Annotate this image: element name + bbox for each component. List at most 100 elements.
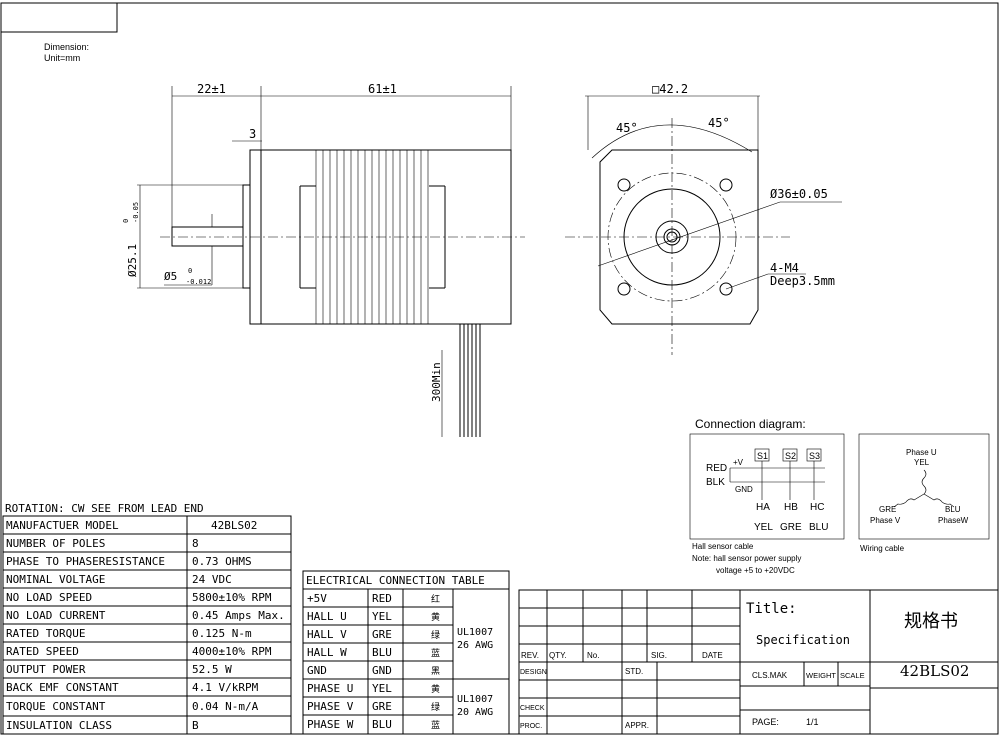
- electrical-title: ELECTRICAL CONNECTION TABLE: [306, 574, 485, 587]
- spec-row-value: 0.45 Amps Max.: [192, 609, 285, 622]
- tb-scale: SCALE: [840, 671, 865, 680]
- elec-row-color-cn: 黄: [431, 611, 440, 623]
- elec-row-color: YEL: [372, 610, 392, 623]
- spec-table: ROTATION: CW SEE FROM LEAD END MANUFACTU…: [2, 502, 292, 735]
- elec-row-color: BLU: [372, 718, 392, 731]
- tb-no: No.: [587, 651, 599, 660]
- sensor-s3: S3: [809, 451, 820, 461]
- wiring-box: [858, 433, 990, 540]
- spec-row-value: 4.1 V/kRPM: [192, 681, 259, 694]
- spec-row-label: PHASE TO PHASERESISTANCE: [6, 555, 165, 568]
- spec-row-label: TORQUE CONSTANT: [6, 700, 106, 713]
- spec-row-label: NO LOAD CURRENT: [6, 609, 106, 622]
- winding-symbol: [893, 469, 955, 508]
- elec-row-name: GND: [307, 664, 327, 677]
- spec-row-label: NOMINAL VOLTAGE: [6, 573, 105, 586]
- dim-shaft-tol-lower: -0.012: [186, 278, 211, 286]
- tb-page-label: PAGE:: [752, 717, 779, 727]
- motor-fins: [315, 150, 429, 324]
- phase-u-label: Phase U: [906, 448, 937, 457]
- dimension-label: Dimension:: [44, 42, 89, 52]
- tb-page-value: 1/1: [806, 717, 819, 727]
- spec-row-value: B: [192, 719, 199, 732]
- lead-wires: [459, 324, 481, 437]
- hall-label-ha: HA: [756, 502, 770, 513]
- elec-row-name: +5V: [307, 592, 327, 605]
- motor-boss: [242, 184, 251, 289]
- elec-row-color: GND: [372, 664, 392, 677]
- red-label: RED: [706, 463, 727, 474]
- phase-v-color: GRE: [879, 505, 896, 514]
- spec-row-label: BACK EMF CONSTANT: [6, 681, 119, 694]
- tb-title-label: Title:: [746, 601, 797, 617]
- spec-row-value: 0.73 OHMS: [192, 555, 252, 568]
- tb-cn-title: 规格书: [904, 611, 958, 632]
- connection-title: Connection diagram:: [695, 417, 806, 431]
- elec-row-color: RED: [372, 592, 392, 605]
- elec-row-color-cn: 蓝: [431, 719, 440, 731]
- connection-diagram: Connection diagram: +V RED BLK GND S1 S2…: [689, 417, 990, 575]
- flange-outline: [599, 149, 759, 325]
- elec-row-name: PHASE U: [307, 682, 353, 695]
- spec-row-value: 5800±10% RPM: [192, 591, 272, 604]
- phase-w-color: BLU: [945, 505, 961, 514]
- note-line-2: voltage +5 to +20VDC: [716, 566, 795, 575]
- hall-color-blu: BLU: [809, 522, 828, 533]
- elec-row-name: HALL U: [307, 610, 347, 623]
- unit-label: Unit=mm: [44, 53, 80, 63]
- note-line-1: Note: hall sensor power supply: [692, 554, 801, 563]
- elec-row-color: GRE: [372, 628, 392, 641]
- side-view: 22±1 61±1 3 Ø25.1 0 -0.05 Ø5 0 -0.012 30…: [122, 82, 525, 437]
- elec-row-name: PHASE W: [307, 718, 354, 731]
- spec-row-label: RATED TORQUE: [6, 627, 85, 640]
- spec-row-label: NO LOAD SPEED: [6, 591, 92, 604]
- wiring-caption: Wiring cable: [860, 544, 905, 553]
- phase-w-label: PhaseW: [938, 516, 969, 525]
- dim-holes: 4-M4: [770, 261, 799, 275]
- spec-row-value: 24 VDC: [192, 573, 232, 586]
- dim-body-diameter: Ø25.1: [126, 244, 139, 277]
- phase-u-color: YEL: [914, 458, 930, 467]
- tb-rev: REV.: [521, 651, 539, 660]
- hall-caption: Hall sensor cable: [692, 542, 754, 551]
- dim-lead-length: 300Min: [430, 362, 443, 402]
- tb-appr: APPR.: [625, 721, 649, 730]
- phase-v-label: Phase V: [870, 516, 901, 525]
- dim-flange: 3: [249, 127, 256, 141]
- dim-square: □42.2: [652, 82, 688, 96]
- dim-pcd: Ø36±0.05: [770, 187, 828, 201]
- dim-shaft-diameter: Ø5: [164, 270, 177, 283]
- spec-row-value: 0.04 N-m/A: [192, 700, 259, 713]
- elec-row-name: PHASE V: [307, 700, 354, 713]
- tb-check: CHECK: [520, 705, 545, 712]
- tb-weight: WEIGHT: [806, 671, 836, 680]
- elec-row-color-cn: 黑: [431, 666, 440, 677]
- spec-row-label: INSULATION CLASS: [6, 719, 112, 732]
- tb-std: STD.: [625, 667, 643, 676]
- spec-row-value: 52.5 W: [192, 663, 232, 676]
- spec-row-label: RATED SPEED: [6, 645, 79, 658]
- elec-row-color: BLU: [372, 646, 392, 659]
- spec-title: ROTATION: CW SEE FROM LEAD END: [5, 502, 204, 515]
- hall-color-gre: GRE: [780, 522, 802, 533]
- elec-row-color-cn: 绿: [431, 701, 440, 713]
- spec-row-label: NUMBER OF POLES: [6, 537, 105, 550]
- dim-body-length: 61±1: [368, 82, 397, 96]
- spec-row-label: MANUFACTUER MODEL: [6, 519, 119, 532]
- spec-row-label: OUTPUT POWER: [6, 663, 86, 676]
- tb-specification: Specification: [756, 633, 850, 647]
- hall-label-hb: HB: [784, 502, 798, 513]
- spec-row-value: 0.125 N-m: [192, 627, 252, 640]
- blk-label: BLK: [706, 477, 725, 488]
- spec-row-value: 42BLS02: [211, 519, 257, 532]
- front-view: □42.2 45° 45° Ø36±0.05 4-M4 Deep3.5mm: [565, 82, 842, 355]
- elec-row-name: HALL V: [307, 628, 347, 641]
- dim-body-tol-lower: -0.05: [132, 202, 140, 223]
- cable-awg-hall: 26 AWG: [457, 640, 493, 651]
- dim-shaft-tol-upper: 0: [188, 267, 192, 275]
- elec-row-color: GRE: [372, 700, 392, 713]
- hall-sensors: S1 S2 S3: [754, 448, 822, 500]
- hall-color-yel: YEL: [754, 522, 773, 533]
- spec-row-value: 4000±10% RPM: [192, 645, 272, 658]
- motor-shaft: [171, 226, 244, 247]
